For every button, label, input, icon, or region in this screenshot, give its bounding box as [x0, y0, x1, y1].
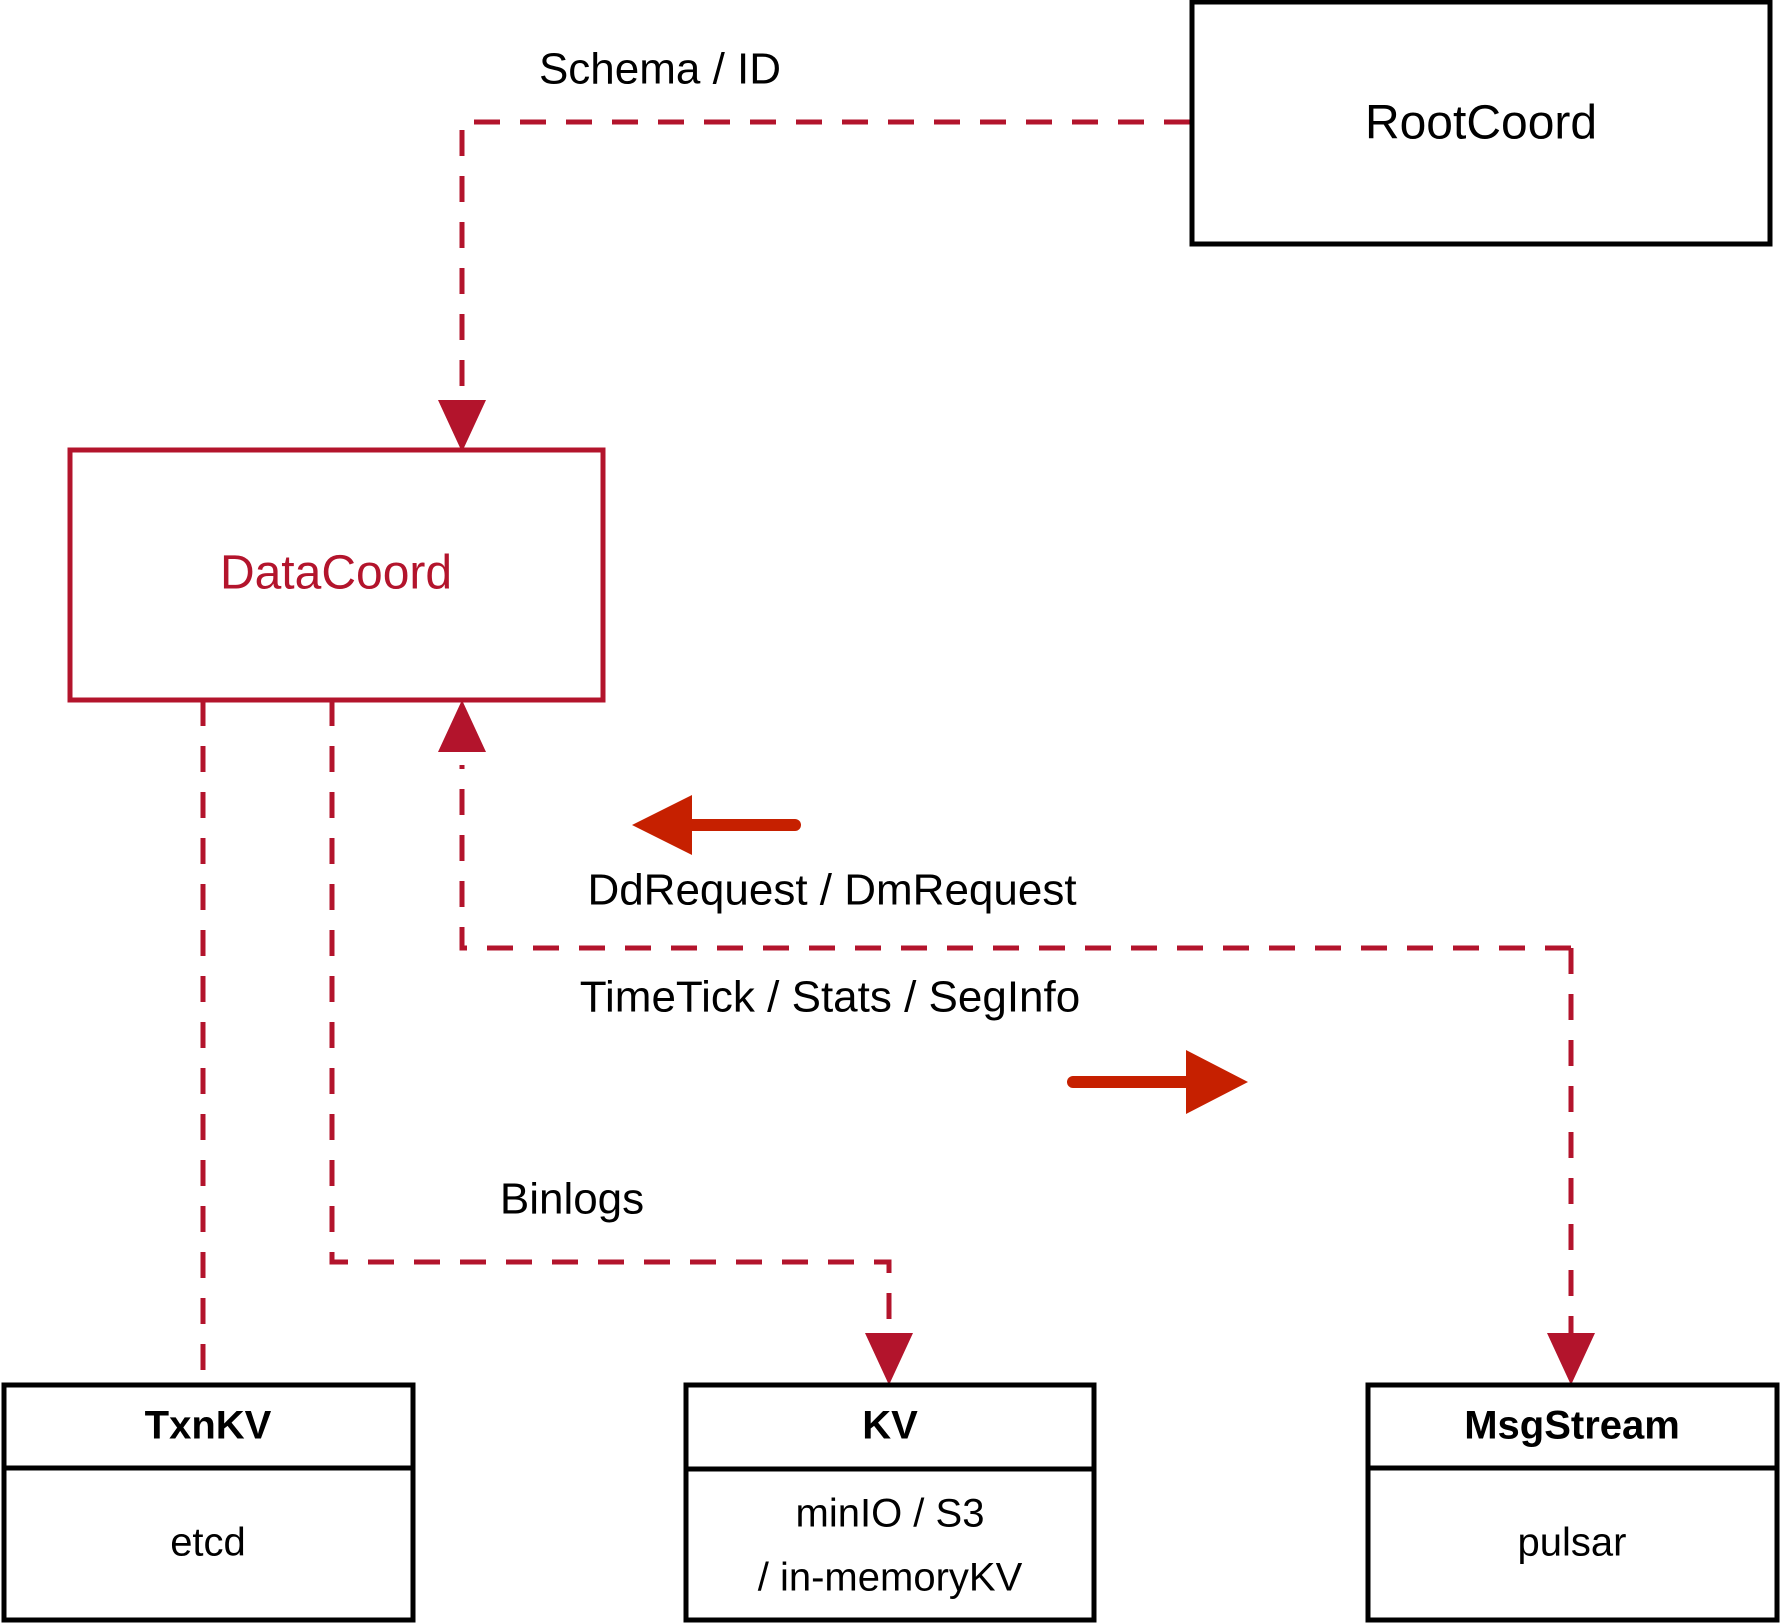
node-msgstream-box[interactable] [1365, 1382, 1780, 1623]
node-msgstream-title: MsgStream [1464, 1404, 1680, 1448]
node-kv-subtitle-line1: minIO / S3 [796, 1492, 985, 1536]
edge-binlogs-arrowhead [865, 1333, 913, 1385]
edge-datacoord-msgstream [1547, 948, 1595, 1385]
edge-label-timetick-stats-seginfo: TimeTick / Stats / SegInfo [580, 973, 1080, 1022]
node-msgstream[interactable]: MsgStream pulsar [1365, 1382, 1780, 1623]
direction-arrow-left-head [632, 795, 692, 855]
edge-schema-id-path [459, 119, 1190, 420]
edge-label-schema-id: Schema / ID [539, 45, 781, 94]
node-datacoord-box[interactable] [67, 447, 606, 703]
edge-binlogs-path [329, 700, 892, 1352]
node-txnkv-title: TxnKV [145, 1404, 272, 1448]
edge-msgstream-datacoord-arrowhead [438, 700, 486, 752]
node-kv-subtitle-line2: / in-memoryKV [758, 1556, 1023, 1600]
edge-binlogs [329, 700, 913, 1385]
edge-label-binlogs: Binlogs [500, 1175, 644, 1224]
edge-schema-id [438, 119, 1190, 452]
direction-arrow-right [1067, 1050, 1248, 1114]
node-rootcoord-label: RootCoord [1365, 97, 1597, 150]
node-txnkv-box[interactable] [1, 1382, 416, 1623]
node-datacoord-label: DataCoord [220, 547, 452, 600]
edge-schema-id-arrowhead [438, 400, 486, 452]
edge-label-dd-dm-request: DdRequest / DmRequest [587, 866, 1076, 915]
node-txnkv-subtitle: etcd [170, 1521, 246, 1565]
node-rootcoord-box[interactable] [1189, 0, 1773, 247]
edge-msgstream-datacoord-path [459, 765, 1571, 951]
direction-arrow-left [632, 795, 801, 855]
node-kv-box[interactable] [683, 1382, 1097, 1623]
node-kv[interactable]: KV minIO / S3 / in-memoryKV [683, 1382, 1097, 1623]
node-msgstream-subtitle: pulsar [1518, 1521, 1627, 1565]
edge-msgstream-datacoord [438, 700, 1571, 951]
direction-arrow-right-head [1186, 1050, 1248, 1114]
edge-datacoord-msgstream-arrowhead [1547, 1333, 1595, 1385]
node-datacoord[interactable]: DataCoord [67, 447, 606, 703]
node-txnkv[interactable]: TxnKV etcd [1, 1382, 416, 1623]
node-kv-title: KV [862, 1404, 918, 1448]
node-rootcoord[interactable]: RootCoord [1189, 0, 1773, 247]
